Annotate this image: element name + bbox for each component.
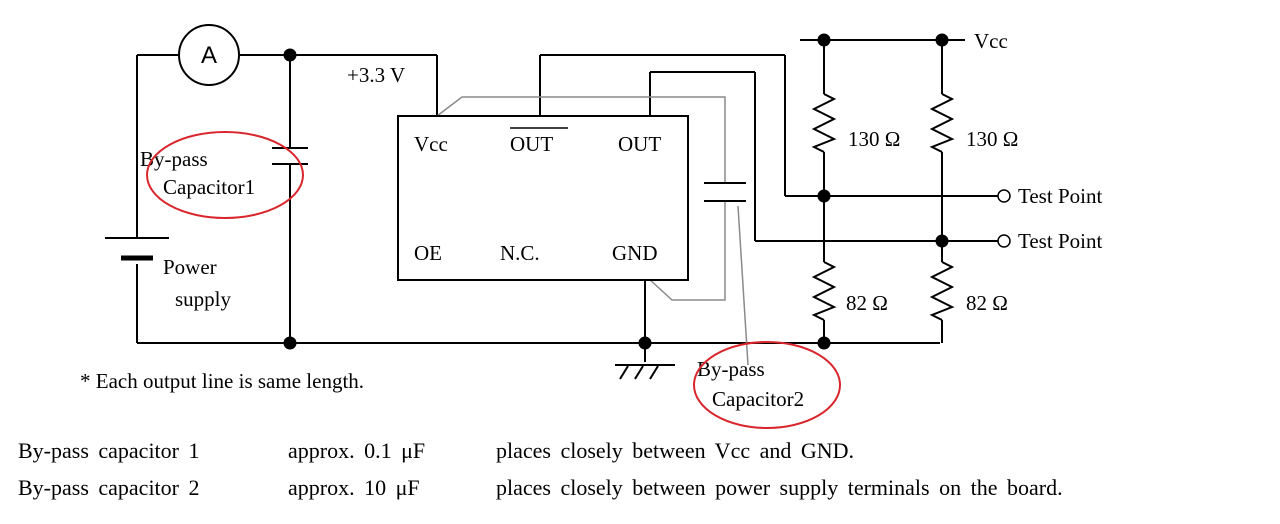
test-point-2-label: Test Point — [1018, 229, 1102, 253]
test-points: Test Point Test Point — [997, 184, 1102, 253]
resistors: 130 Ω 130 Ω 82 Ω 82 Ω — [811, 93, 1018, 321]
bypass-capacitor-2-wiring — [436, 96, 726, 301]
pin-gnd: GND — [612, 241, 658, 265]
spec-row-bypass-capacitor-1: By-pass capacitor 1 approx. 0.1 μF places … — [18, 438, 854, 464]
power-supply-label-line1: Power — [163, 255, 217, 279]
bypass-capacitor-2-label-line2: Capacitor2 — [712, 387, 804, 411]
resistor-top-right — [929, 93, 955, 153]
bypass-capacitor-2 — [704, 182, 749, 366]
spec-name: By-pass capacitor 2 — [18, 475, 200, 500]
pin-out: OUT — [618, 132, 661, 156]
spec-name: By-pass capacitor 1 — [18, 438, 200, 463]
vcc-rail-label: Vcc — [974, 29, 1008, 53]
bypass-capacitor-1-highlight — [146, 131, 304, 219]
resistor-top-right-value: 130 Ω — [966, 127, 1018, 151]
spec-description: places closely between Vcc and GND. — [496, 438, 855, 463]
pin-nc: N.C. — [500, 241, 540, 265]
resistor-bottom-left — [811, 261, 837, 321]
resistor-bottom-left-value: 82 Ω — [846, 291, 888, 315]
equal-length-note: * Each output line is same length. — [80, 369, 364, 393]
bypass-capacitor-1 — [272, 147, 308, 165]
test-point-1-label: Test Point — [1018, 184, 1102, 208]
bypass-capacitor-2-label-line1: By-pass — [697, 357, 765, 381]
resistor-top-left — [811, 93, 837, 153]
spec-row-bypass-capacitor-2: By-pass capacitor 2 approx. 10 μF places c… — [18, 475, 1063, 501]
pin-vcc: Vcc — [414, 132, 448, 156]
power-supply-battery — [105, 237, 169, 261]
supply-voltage-label: +3.3 V — [347, 63, 405, 87]
test-point-2-terminal — [997, 234, 1011, 248]
ammeter: A — [178, 24, 240, 86]
bypass-capacitor-1-label-line2: Capacitor1 — [163, 175, 255, 199]
spec-value: approx. 10 μF — [288, 475, 420, 500]
pin-out-bar: OUT — [510, 132, 553, 156]
junction-dots — [283, 33, 949, 350]
wiring — [136, 39, 998, 362]
oscillator-chip: Vcc OUT OUT OE N.C. GND — [397, 115, 689, 281]
resistor-top-left-value: 130 Ω — [848, 127, 900, 151]
spec-description: places closely between power supply term… — [496, 475, 1063, 500]
test-point-1-terminal — [997, 189, 1011, 203]
ground-icon — [615, 364, 675, 380]
bypass-capacitor-1-label-line1: By-pass — [140, 147, 208, 171]
bypass-capacitor-2-highlight — [693, 341, 841, 429]
pin-oe: OE — [414, 241, 442, 265]
ammeter-label: A — [201, 42, 217, 69]
spec-value: approx. 0.1 μF — [288, 438, 426, 463]
resistor-bottom-right — [929, 261, 955, 321]
resistor-bottom-right-value: 82 Ω — [966, 291, 1008, 315]
power-supply-label-line2: supply — [175, 287, 232, 311]
